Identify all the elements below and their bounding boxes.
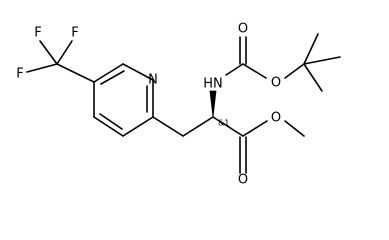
- atom-label-carbamate-o-single: O: [271, 76, 281, 91]
- bond-ester-o-methyl: [284, 120, 305, 137]
- atom-label-amide-nh: HN: [203, 77, 223, 92]
- bond-carbamate-o-tbutyl: [284, 63, 305, 79]
- atom-label-ester-o-double: O: [238, 173, 248, 188]
- bond-tbutyl-methyl-right: [303, 56, 341, 65]
- bond-ring-c3-c4: [93, 116, 124, 137]
- bond-nh-carbonyl: [225, 63, 244, 76]
- bond-tbutyl-methyl-top: [303, 33, 319, 65]
- bond-ring-ch2: [152, 116, 184, 137]
- bond-cf3-f1: [39, 40, 58, 65]
- bond-tbutyl-methyl-bottom: [303, 63, 323, 92]
- bond-ring-double-c5-c6: [100, 70, 125, 85]
- bond-cf3-f2: [56, 40, 73, 65]
- atom-label-f1: F: [34, 26, 41, 41]
- bond-cf3-ring: [56, 63, 95, 83]
- bond-lines: [26, 33, 341, 174]
- bond-ester-c-o: [242, 120, 268, 137]
- bond-carbamate-c-o: [242, 63, 267, 79]
- bond-alpha-carbonyl: [212, 116, 244, 137]
- bond-ring-c6-n1: [122, 63, 154, 81]
- atom-label-f2: F: [71, 26, 78, 41]
- chemical-structure-diagram: F F F N HN O O O O &1: [16, 22, 341, 188]
- atom-label-f3: F: [16, 67, 23, 82]
- stereo-label: &1: [218, 119, 229, 128]
- atom-labels: F F F N HN O O O O &1: [16, 22, 281, 188]
- bond-cf3-f3: [26, 63, 58, 73]
- bond-ch2-alpha: [182, 116, 214, 137]
- stereo-wedge-bond: [209, 90, 217, 118]
- atom-label-ester-o-single: O: [271, 111, 281, 126]
- atom-label-carbamate-o-double: O: [238, 22, 248, 37]
- bond-ring-c5-c6: [93, 63, 124, 83]
- atom-label-ring-n: N: [148, 73, 158, 88]
- bond-ring-double-c3-c4: [99, 113, 123, 130]
- bond-ring-c2-c3: [122, 116, 154, 137]
